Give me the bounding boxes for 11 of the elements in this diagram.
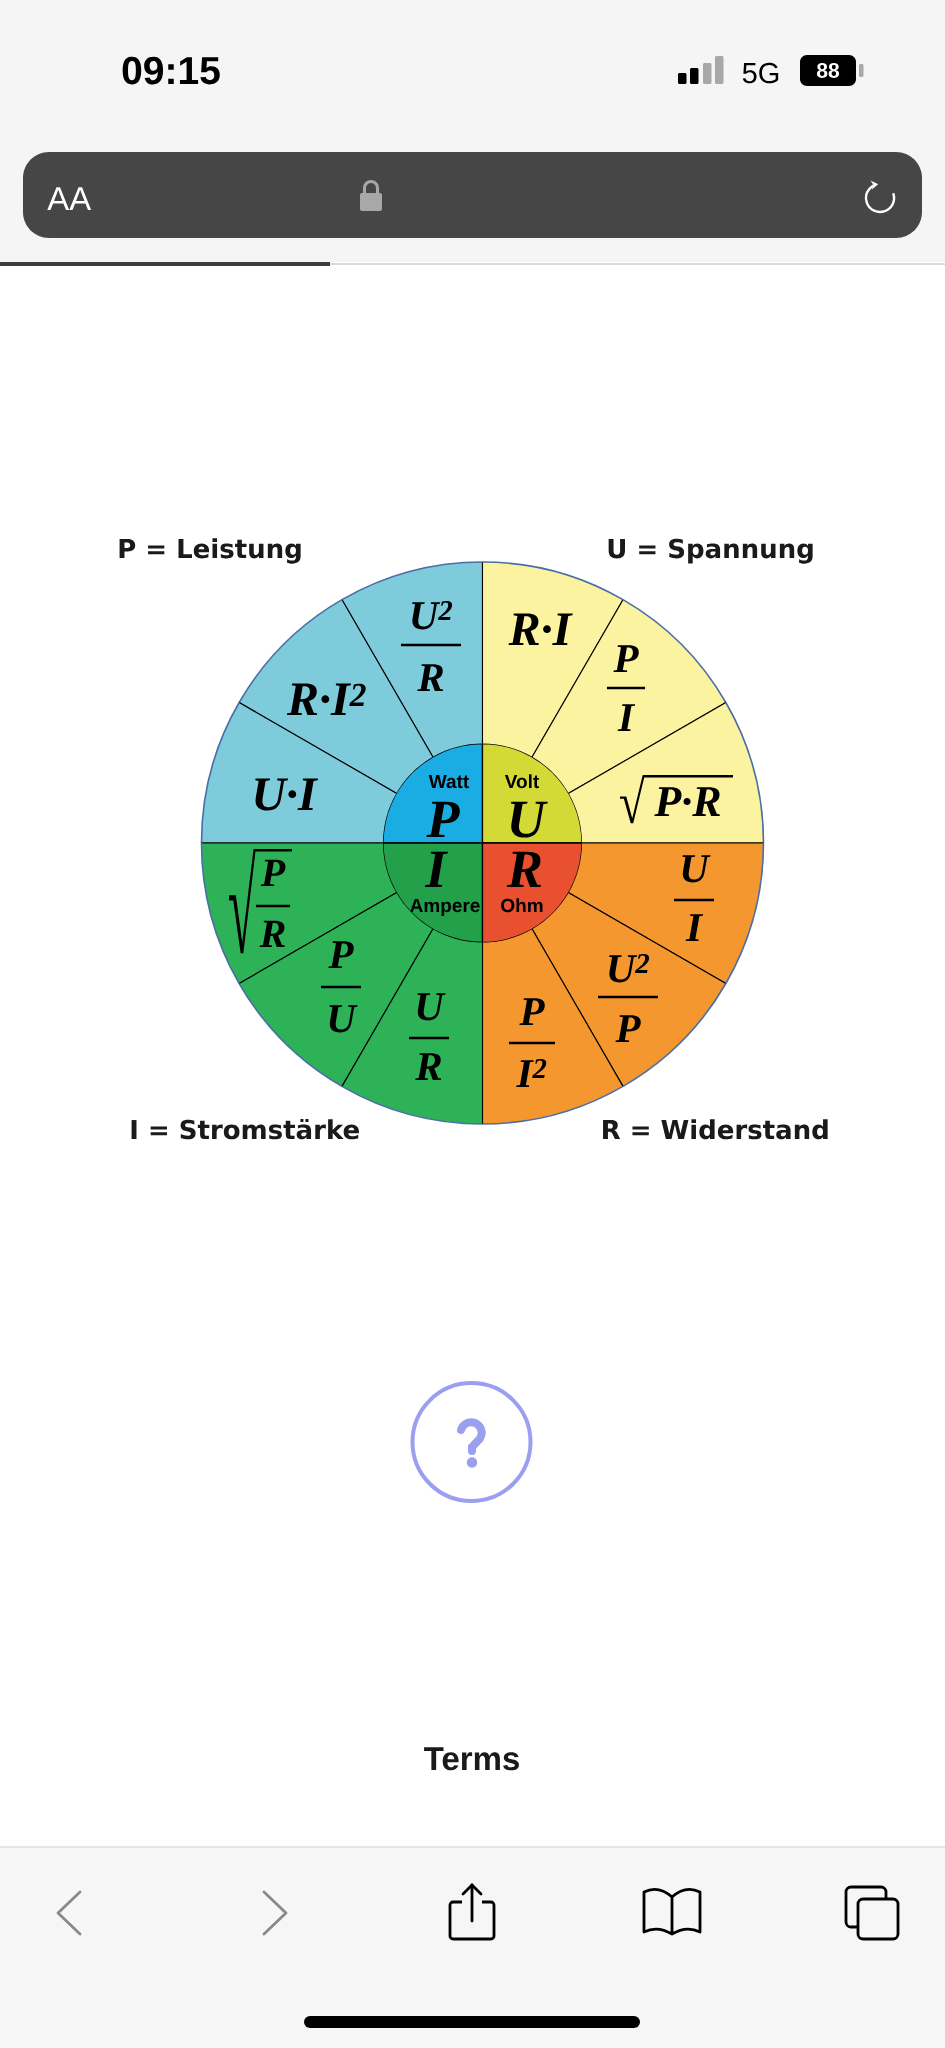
battery-indicator: 88 (800, 55, 864, 86)
quadrant-label: P = Leistung (119, 538, 301, 564)
node-label: R (259, 920, 285, 948)
network-type: 5G (742, 62, 779, 84)
node-label: U (682, 855, 711, 883)
terms-link: Terms (424, 1747, 519, 1771)
node-label: P (260, 859, 286, 887)
node-label: I (685, 914, 704, 942)
quadrant-label: U = Spannung (608, 538, 813, 564)
clock-time: 09:15 (122, 56, 220, 85)
text-size-label: AA (47, 187, 92, 210)
